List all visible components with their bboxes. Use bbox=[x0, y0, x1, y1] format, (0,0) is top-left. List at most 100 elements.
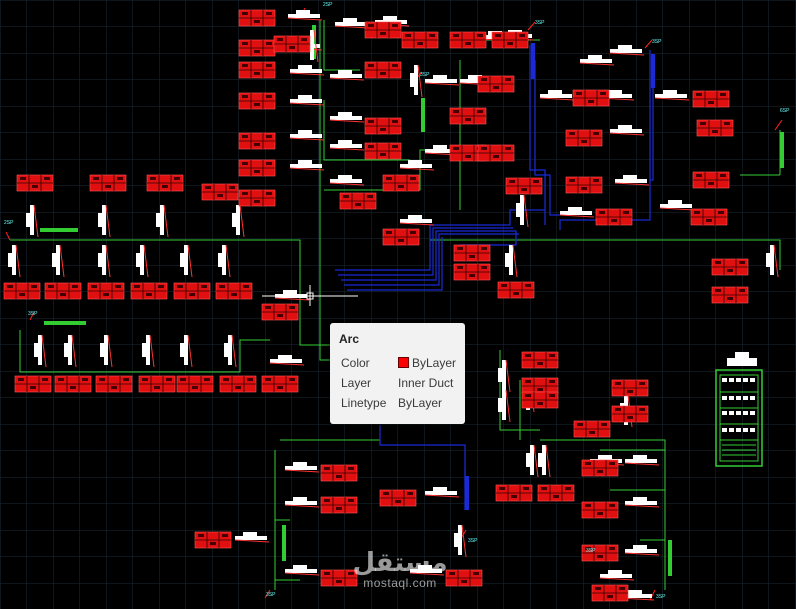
vertical-equipment-symbol bbox=[505, 244, 518, 278]
horizontal-equipment-symbol bbox=[609, 125, 645, 136]
red-label-box bbox=[320, 569, 358, 587]
horizontal-equipment-symbol bbox=[289, 160, 325, 171]
horizontal-equipment-symbol bbox=[399, 215, 435, 226]
watermark-latin: mostaql.com bbox=[363, 576, 437, 590]
red-label-box bbox=[261, 375, 299, 393]
red-label-box bbox=[573, 420, 611, 438]
red-label-box bbox=[273, 35, 311, 53]
red-label-box bbox=[497, 281, 535, 299]
horizontal-equipment-symbol bbox=[289, 95, 325, 106]
horizontal-equipment-symbol bbox=[559, 207, 595, 218]
splitter-label: 3SP bbox=[420, 72, 430, 78]
red-label-box bbox=[44, 282, 82, 300]
red-label-box bbox=[95, 375, 133, 393]
watermark-arabic: مستقل bbox=[352, 548, 448, 578]
horizontal-equipment-symbol bbox=[334, 18, 370, 29]
vertical-equipment-symbol bbox=[100, 334, 113, 368]
red-label-box bbox=[364, 21, 402, 39]
vertical-equipment-symbol bbox=[142, 334, 155, 368]
red-label-box bbox=[449, 31, 487, 49]
splitter-label: 3SP bbox=[468, 538, 478, 544]
splitter-label: 3SP bbox=[652, 39, 662, 45]
red-label-box bbox=[565, 176, 603, 194]
vertical-equipment-symbol bbox=[34, 334, 47, 368]
horizontal-equipment-symbol bbox=[289, 130, 325, 141]
red-label-box bbox=[238, 9, 276, 27]
red-label-box bbox=[611, 405, 649, 423]
horizontal-equipment-symbol bbox=[329, 175, 365, 186]
red-label-box bbox=[491, 31, 529, 49]
vertical-equipment-symbol bbox=[218, 244, 231, 278]
red-label-box bbox=[692, 171, 730, 189]
horizontal-equipment-symbol bbox=[539, 90, 575, 101]
horizontal-equipment-symbol bbox=[289, 65, 325, 76]
horizontal-equipment-symbol bbox=[609, 45, 645, 56]
horizontal-equipment-symbol bbox=[284, 565, 320, 576]
red-label-box bbox=[401, 31, 439, 49]
horizontal-equipment-symbol bbox=[284, 497, 320, 508]
red-label-box bbox=[3, 282, 41, 300]
vertical-equipment-symbol bbox=[98, 204, 111, 238]
tooltip-title: Arc bbox=[339, 332, 360, 346]
red-label-box bbox=[238, 92, 276, 110]
linetype-label: Linetype bbox=[341, 396, 387, 410]
red-label-box bbox=[382, 228, 420, 246]
horizontal-equipment-symbol bbox=[329, 112, 365, 123]
vertical-equipment-symbol bbox=[64, 334, 77, 368]
red-label-box bbox=[453, 244, 491, 262]
red-label-box bbox=[591, 584, 629, 602]
red-label-box bbox=[453, 263, 491, 281]
properties-tooltip: Arc Color ByLayer Layer Inner Duct Linet… bbox=[330, 323, 465, 424]
vertical-equipment-symbol bbox=[156, 204, 169, 238]
red-label-box bbox=[146, 174, 184, 192]
red-label-box bbox=[521, 377, 559, 395]
red-label-box bbox=[477, 144, 515, 162]
red-label-box bbox=[690, 208, 728, 226]
red-label-box bbox=[130, 282, 168, 300]
red-label-box bbox=[364, 61, 402, 79]
splitter-label: 3SP bbox=[535, 20, 545, 26]
color-value: ByLayer bbox=[398, 356, 456, 370]
red-label-box bbox=[138, 375, 176, 393]
splitter-label: 2SP bbox=[323, 2, 333, 8]
red-label-box bbox=[495, 484, 533, 502]
vertical-equipment-symbol bbox=[52, 244, 65, 278]
splitter-label: 3SP bbox=[266, 592, 276, 598]
horizontal-equipment-symbol bbox=[599, 570, 635, 581]
watermark-logo: مستقل mostaql.com bbox=[350, 550, 450, 590]
red-label-box bbox=[581, 501, 619, 519]
red-label-box bbox=[521, 391, 559, 409]
red-label-box bbox=[505, 177, 543, 195]
vertical-equipment-symbol bbox=[498, 389, 511, 423]
horizontal-equipment-symbol bbox=[624, 455, 660, 466]
vertical-equipment-symbol bbox=[224, 334, 237, 368]
red-label-box bbox=[238, 132, 276, 150]
horizontal-equipment-symbol bbox=[409, 565, 445, 576]
red-label-box bbox=[445, 569, 483, 587]
red-label-box bbox=[238, 39, 276, 57]
horizontal-equipment-symbol bbox=[659, 200, 695, 211]
vertical-equipment-symbol bbox=[232, 204, 245, 238]
vertical-equipment-symbol bbox=[8, 244, 21, 278]
red-label-box bbox=[379, 489, 417, 507]
splitter-labels: 2SP 3SP 3SP 3SP 6SP 2SP 3SP 3SP 3SP 3SP … bbox=[4, 2, 790, 600]
cabinet-block bbox=[715, 352, 763, 467]
vertical-equipment-symbol bbox=[538, 444, 551, 478]
red-label-box bbox=[14, 375, 52, 393]
red-label-box bbox=[711, 286, 749, 304]
linetype-value: ByLayer bbox=[398, 396, 443, 410]
red-label-box bbox=[201, 183, 239, 201]
vertical-equipment-symbol bbox=[136, 244, 149, 278]
red-label-box bbox=[320, 464, 358, 482]
red-label-box bbox=[477, 75, 515, 93]
horizontal-equipment-symbol bbox=[269, 355, 305, 366]
horizontal-equipment-symbol bbox=[654, 90, 690, 101]
red-label-boxes bbox=[3, 9, 749, 602]
vertical-equipment-symbol bbox=[180, 244, 193, 278]
splitter-label: 3SP bbox=[586, 548, 596, 554]
red-label-box bbox=[581, 459, 619, 477]
layer-value: Inner Duct bbox=[398, 376, 454, 390]
red-label-box bbox=[16, 174, 54, 192]
